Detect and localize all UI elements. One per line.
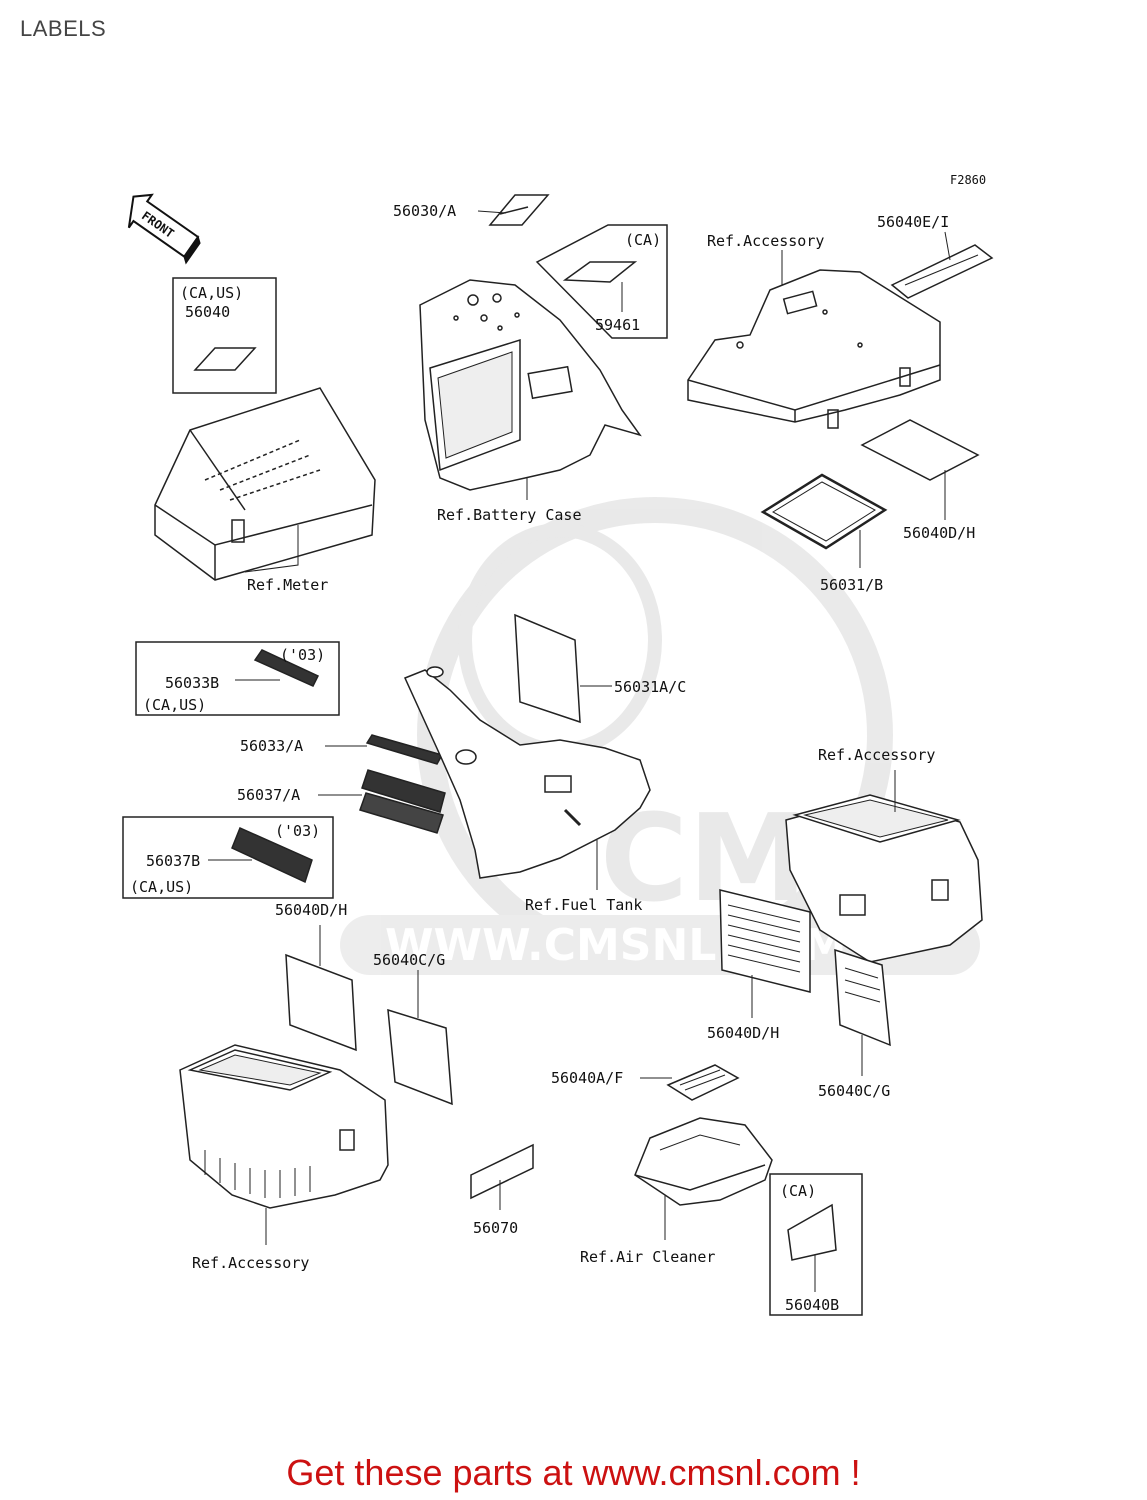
box-ca-us-56040 bbox=[172, 277, 277, 394]
label-sticker-56030a bbox=[477, 194, 550, 226]
label-56040cg-right: 56040C/G bbox=[818, 1082, 890, 1100]
label-ca-box-bottom: (CA) bbox=[780, 1182, 816, 1200]
label-box03a-part: 56033B bbox=[165, 674, 219, 692]
label-ref-air-cleaner: Ref.Air Cleaner bbox=[580, 1248, 715, 1266]
label-ref-accessory-top: Ref.Accessory bbox=[707, 232, 824, 250]
label-box03b-part: 56037B bbox=[146, 852, 200, 870]
label-59461: 59461 bbox=[595, 316, 640, 334]
label-sticker-56031ac bbox=[514, 613, 612, 724]
label-56040ei: 56040E/I bbox=[877, 213, 949, 231]
label-56040: 56040 bbox=[185, 303, 230, 321]
accessory-right-part bbox=[785, 770, 983, 963]
label-56037a: 56037/A bbox=[237, 786, 300, 804]
box-ca-59461 bbox=[535, 224, 668, 339]
label-sticker-56040dh-right bbox=[860, 419, 980, 520]
box-03-56037b bbox=[122, 816, 334, 899]
label-ref-accessory-bottom: Ref.Accessory bbox=[192, 1254, 309, 1272]
label-56033a: 56033/A bbox=[240, 737, 303, 755]
label-sticker-56040cg-mid bbox=[387, 970, 453, 1106]
label-ref-meter: Ref.Meter bbox=[247, 576, 328, 594]
footer-banner[interactable]: Get these parts at www.cmsnl.com ! bbox=[286, 1452, 861, 1493]
label-box03b-year: ('03) bbox=[275, 822, 320, 840]
box-03-56033b bbox=[135, 641, 340, 716]
label-56040b: 56040B bbox=[785, 1296, 839, 1314]
label-sticker-56040cg-right bbox=[834, 948, 891, 1076]
label-ca-us-box: (CA,US) bbox=[180, 284, 243, 302]
label-56031ac: 56031A/C bbox=[614, 678, 686, 696]
accessory-bottom-part bbox=[179, 1044, 389, 1245]
label-box03a-year: ('03) bbox=[280, 646, 325, 664]
label-56040dh-right: 56040D/H bbox=[903, 524, 975, 542]
label-sticker-56040af bbox=[640, 1064, 740, 1101]
label-sticker-56040ei bbox=[890, 231, 994, 299]
fuel-tank-part bbox=[403, 666, 651, 890]
label-ca-box-top: (CA) bbox=[625, 231, 661, 249]
battery-case-part bbox=[419, 279, 642, 500]
label-sticker-56070 bbox=[470, 1143, 534, 1210]
label-56040dh-mid: 56040D/H bbox=[707, 1024, 779, 1042]
label-ref-battery-case: Ref.Battery Case bbox=[437, 506, 582, 524]
label-sticker-56031b bbox=[760, 473, 888, 568]
label-56040af: 56040A/F bbox=[551, 1069, 623, 1087]
front-arrow-icon: FRONT bbox=[127, 193, 201, 265]
label-ref-fuel-tank: Ref.Fuel Tank bbox=[525, 896, 642, 914]
meter-part bbox=[154, 387, 376, 581]
label-56040dh-left: 56040D/H bbox=[275, 901, 347, 919]
label-56031b: 56031/B bbox=[820, 576, 883, 594]
figure-code: F2860 bbox=[950, 173, 986, 187]
accessory-top-part bbox=[687, 250, 941, 429]
box-ca-56040b bbox=[769, 1173, 863, 1316]
page-title: LABELS bbox=[20, 16, 107, 41]
label-ref-accessory-right: Ref.Accessory bbox=[818, 746, 935, 764]
label-box03a-region: (CA,US) bbox=[143, 696, 206, 714]
label-box03b-region: (CA,US) bbox=[130, 878, 193, 896]
label-56040cg-mid: 56040C/G bbox=[373, 951, 445, 969]
air-cleaner-part bbox=[634, 1117, 773, 1240]
label-sticker-56040dh-mid bbox=[719, 889, 811, 1018]
label-56070: 56070 bbox=[473, 1219, 518, 1237]
label-sticker-56040dh-left bbox=[285, 925, 357, 1052]
label-56030a: 56030/A bbox=[393, 202, 456, 220]
parts-diagram: CMS WWW.CMSNL.COM F2860 FRONT (CA,US) 56… bbox=[122, 173, 994, 1316]
label-sticker-56037a bbox=[318, 769, 446, 834]
